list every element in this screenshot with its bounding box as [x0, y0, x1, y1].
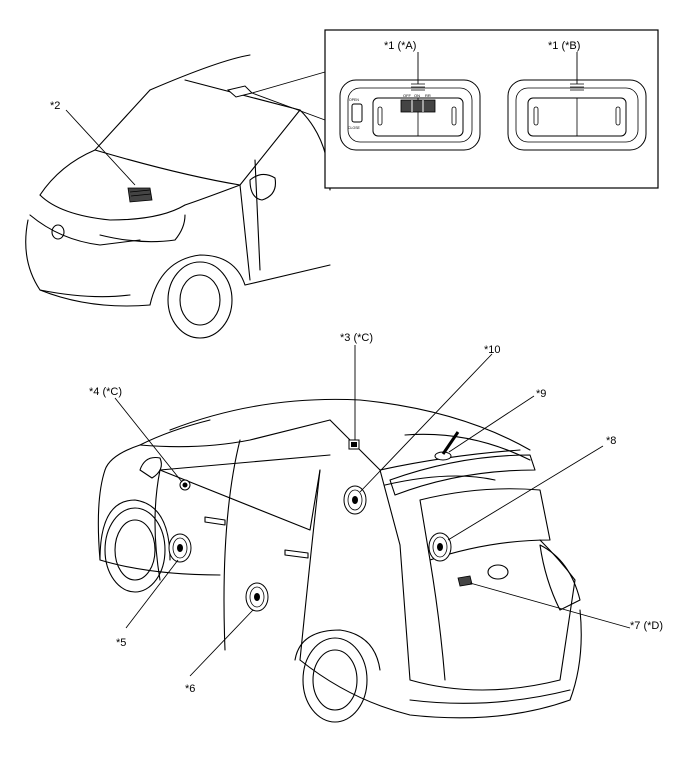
part-5-speaker [168, 533, 192, 563]
side-button-open-label: OPEN [349, 98, 359, 102]
inset-box: OFF ON RR OPEN CLOSE [324, 29, 659, 189]
side-button-close-label: CLOSE [348, 126, 361, 130]
leader-2 [65, 109, 136, 186]
rear-car-illustration [97, 398, 582, 723]
leader-10 [359, 353, 493, 493]
switch-label-on: ON [414, 93, 420, 98]
leader-4 [114, 397, 183, 483]
part-6-speaker [245, 582, 269, 612]
part-4-tweeter [179, 479, 191, 491]
leader-5 [125, 559, 179, 629]
callout-5: *5 [116, 637, 127, 649]
part-8-speaker [428, 532, 452, 562]
switch-label-off: OFF [403, 93, 412, 98]
part-1-location [226, 85, 253, 98]
leader-8 [447, 445, 604, 541]
part-9-antenna [434, 431, 460, 461]
callout-4: *4 (*C) [89, 386, 123, 398]
leader-1-inset-b [251, 92, 326, 121]
leader-9 [448, 395, 535, 453]
switch-label-rr: RR [425, 93, 431, 98]
callout-9: *9 [536, 388, 547, 400]
callout-8: *8 [606, 435, 617, 447]
console-a: OFF ON RR OPEN CLOSE [339, 79, 481, 151]
console-b [507, 79, 647, 151]
part-2-component [127, 187, 153, 203]
front-car-illustration [25, 54, 331, 339]
callout-2: *2 [50, 100, 61, 112]
callout-1a: *1 (*A) [384, 40, 417, 52]
callout-3: *3 (*C) [340, 332, 374, 344]
callout-7: *7 (*D) [630, 620, 664, 632]
leader-7 [469, 582, 631, 629]
part-10-speaker [343, 485, 367, 515]
callout-1b: *1 (*B) [548, 40, 581, 52]
leader-6 [189, 609, 254, 677]
callout-10: *10 [484, 344, 501, 356]
part-3-tweeter [348, 439, 360, 450]
callout-6: *6 [185, 683, 196, 695]
part-7-connector [457, 575, 473, 587]
leader-1-inset [251, 71, 326, 94]
